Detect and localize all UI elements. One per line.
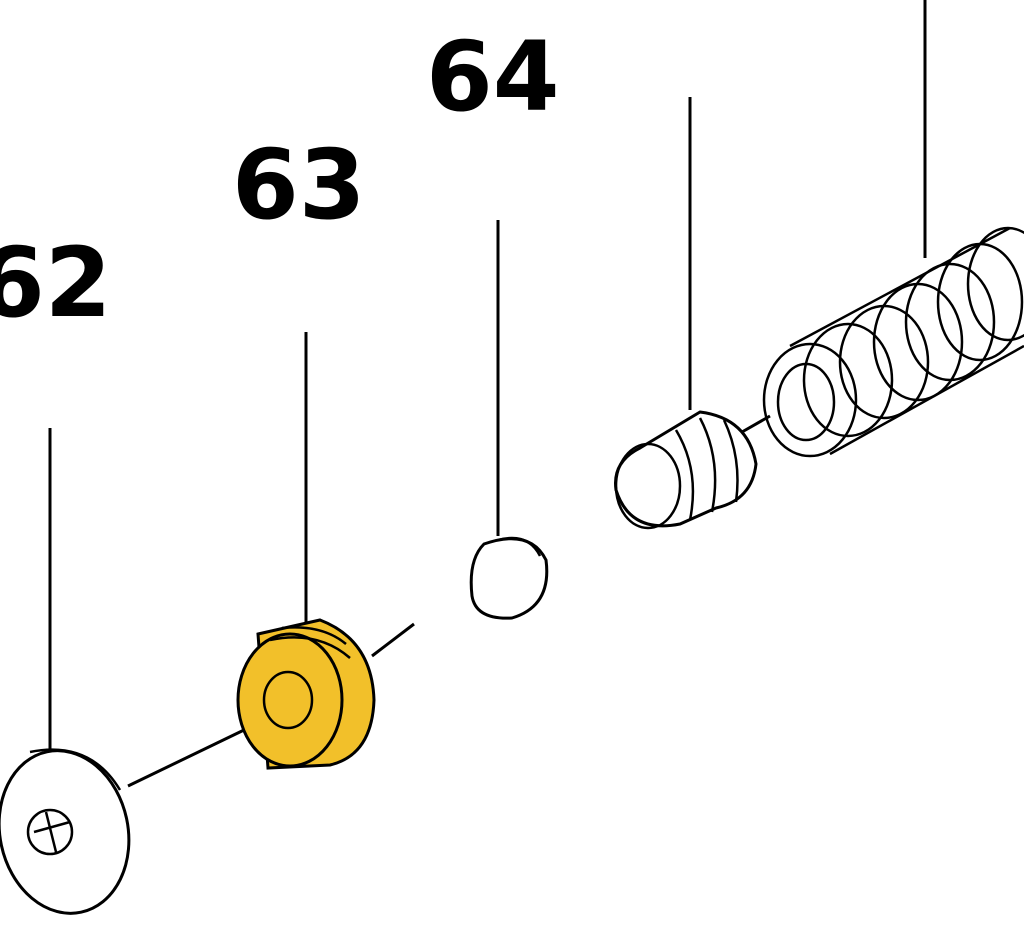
washer-part-62 — [0, 748, 131, 915]
callout-63: 63 — [232, 129, 366, 241]
callout-62: 62 — [0, 227, 112, 339]
axis-line — [371, 622, 415, 658]
valve-cone-part — [614, 410, 758, 530]
callout-64: 64 — [426, 21, 560, 133]
axis-line — [127, 728, 245, 788]
spring-part — [762, 226, 1024, 458]
bushing-part-63 — [236, 618, 376, 770]
ball-part-64 — [469, 536, 549, 620]
